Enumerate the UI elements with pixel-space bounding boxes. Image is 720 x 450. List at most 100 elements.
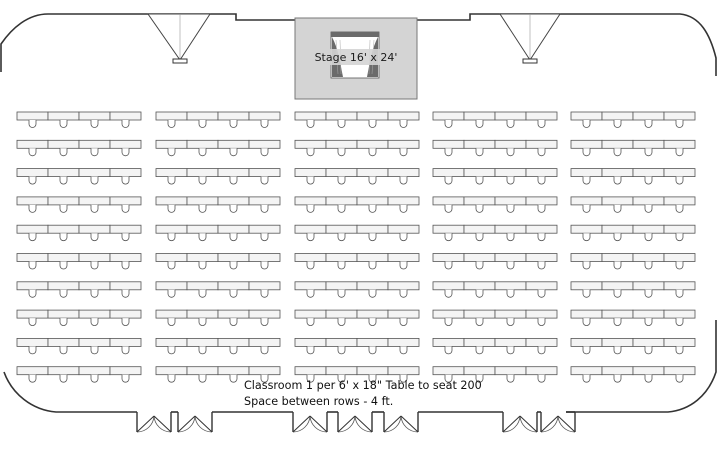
table: [47, 196, 80, 206]
chair-icon: [444, 120, 453, 128]
double-door-icon: [337, 412, 373, 433]
chair-icon: [229, 233, 238, 242]
chair-icon: [306, 233, 315, 242]
table-with-chair: [494, 366, 527, 383]
chair-icon: [260, 318, 269, 326]
table-with-chair: [632, 224, 665, 242]
chair-icon: [399, 289, 408, 298]
chair-icon: [444, 374, 453, 383]
table: [155, 309, 188, 319]
table-with-chair: [47, 253, 80, 270]
table-with-chair: [248, 196, 281, 213]
table-with-chair: [248, 224, 281, 242]
table-with-chair: [78, 196, 111, 213]
chair-icon: [306, 204, 315, 213]
stage: Stage 16' x 24': [294, 17, 418, 100]
table: [601, 253, 634, 262]
chair-icon: [675, 233, 684, 242]
table-with-chair: [248, 309, 281, 326]
chair-icon: [506, 318, 515, 326]
table: [387, 168, 420, 178]
table: [632, 281, 665, 291]
table: [294, 309, 327, 319]
chair-icon: [121, 176, 130, 185]
projector-left: [147, 13, 211, 64]
table-with-chair: [387, 196, 420, 213]
chair-icon: [399, 120, 408, 128]
chair-icon: [613, 204, 622, 213]
chair-icon: [260, 289, 269, 298]
chair-icon: [260, 261, 269, 270]
chair-icon: [675, 346, 684, 355]
chair-icon: [675, 120, 684, 128]
table: [217, 196, 250, 206]
table: [356, 366, 389, 376]
table-with-chair: [217, 337, 250, 355]
table-with-chair: [356, 337, 389, 355]
table-with-chair: [387, 139, 420, 157]
table: [432, 366, 465, 376]
table-with-chair: [601, 139, 634, 157]
table: [16, 196, 49, 206]
table: [494, 309, 527, 319]
table: [155, 281, 188, 291]
table-with-chair: [432, 281, 465, 298]
chair-icon: [167, 120, 176, 128]
table-with-chair: [432, 337, 465, 355]
chair-icon: [444, 346, 453, 355]
table-with-chair: [663, 366, 696, 383]
table: [387, 139, 420, 149]
table: [632, 139, 665, 149]
table: [432, 196, 465, 206]
table: [387, 253, 420, 262]
table-with-chair: [632, 366, 665, 383]
chair-icon: [475, 289, 484, 298]
table: [248, 309, 281, 319]
table-with-chair: [356, 111, 389, 128]
table-with-chair: [601, 337, 634, 355]
table-with-chair: [525, 139, 558, 157]
chair-icon: [337, 346, 346, 355]
table: [570, 168, 603, 178]
chair-icon: [121, 346, 130, 355]
table-with-chair: [525, 196, 558, 213]
table-with-chair: [387, 309, 420, 326]
table-with-chair: [387, 337, 420, 355]
chair-icon: [613, 318, 622, 326]
table-with-chair: [356, 253, 389, 270]
table: [248, 224, 281, 234]
table: [525, 337, 558, 347]
table: [601, 224, 634, 234]
chair-icon: [368, 318, 377, 326]
table: [525, 366, 558, 376]
table-with-chair: [78, 111, 111, 128]
table: [494, 253, 527, 262]
table: [432, 224, 465, 234]
chair-icon: [368, 120, 377, 128]
chair-icon: [368, 176, 377, 185]
table-with-chair: [248, 253, 281, 270]
chair-icon: [613, 233, 622, 242]
chair-icon: [368, 374, 377, 383]
table-with-chair: [186, 309, 219, 326]
table: [463, 196, 496, 206]
table-with-chair: [525, 366, 558, 383]
table: [186, 168, 219, 178]
chair-icon: [675, 204, 684, 213]
table-with-chair: [294, 253, 327, 270]
table: [186, 366, 219, 376]
table: [217, 366, 250, 376]
table: [248, 281, 281, 291]
table: [387, 196, 420, 206]
table: [463, 139, 496, 149]
chair-icon: [260, 120, 269, 128]
chair-icon: [28, 374, 37, 383]
table: [632, 366, 665, 376]
table: [294, 168, 327, 178]
table-with-chair: [387, 168, 420, 185]
chair-icon: [675, 289, 684, 298]
table-with-chair: [78, 253, 111, 270]
table-with-chair: [186, 253, 219, 270]
chair-icon: [675, 148, 684, 157]
chair-icon: [399, 346, 408, 355]
